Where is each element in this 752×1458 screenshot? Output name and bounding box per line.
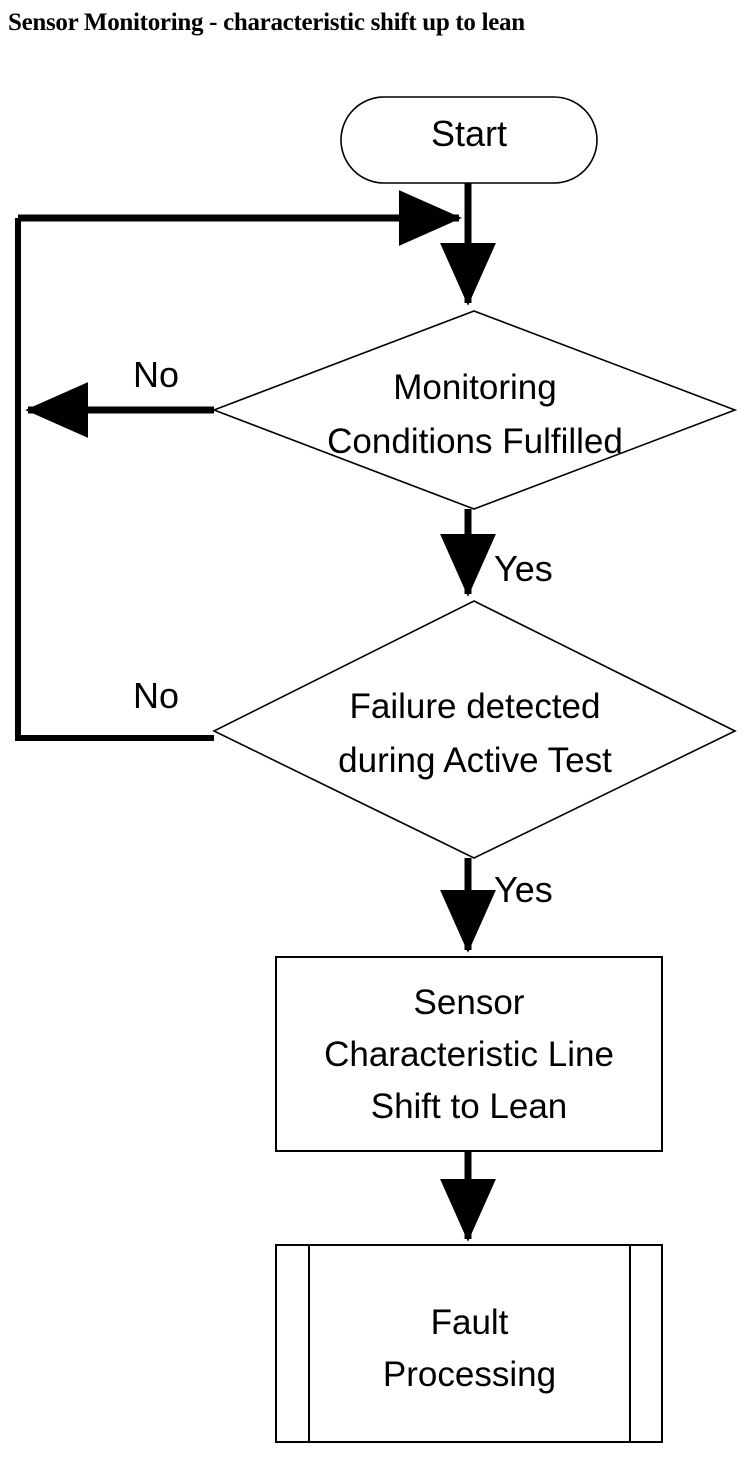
node-decision-failure-shape[interactable] [212, 600, 737, 859]
edge-label-no-monitoring: No [133, 354, 180, 395]
edge-label-no-failure: No [133, 675, 180, 716]
edge-label-yes-monitoring: Yes [494, 548, 553, 589]
node-start-shape[interactable] [340, 96, 598, 184]
node-fault-processing-shape[interactable] [275, 1244, 663, 1443]
node-decision-monitoring-shape[interactable] [211, 310, 738, 510]
edge-label-yes-failure: Yes [494, 869, 553, 910]
page-title: Sensor Monitoring - characteristic shift… [8, 9, 525, 36]
node-process-sensor-shift-shape[interactable] [275, 956, 663, 1152]
